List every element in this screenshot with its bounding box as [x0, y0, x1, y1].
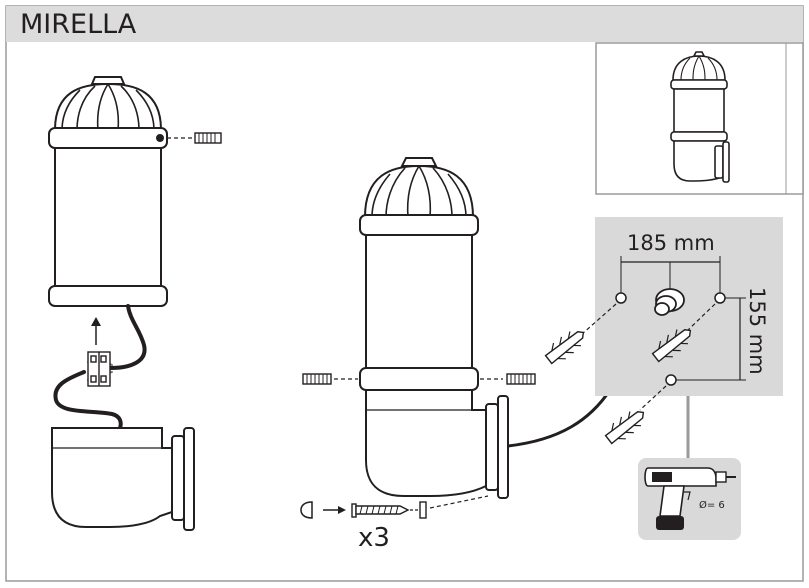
- insert-arrow-icon: [91, 317, 101, 345]
- screw-count: x3: [358, 523, 390, 553]
- screw-icon: [351, 503, 410, 518]
- wall-elbow-left: [51, 427, 195, 531]
- lamp-assembled: [359, 157, 509, 499]
- drill-icon: [644, 467, 736, 530]
- set-screw-center-right: [480, 373, 536, 385]
- screw-kit: [300, 495, 489, 519]
- product-title: MIRELLA: [20, 9, 137, 40]
- mount-hole-right: [714, 292, 726, 304]
- preview-panel: [595, 42, 804, 195]
- wall-plug-icon: [651, 329, 692, 363]
- width-dimension: 185 mm: [627, 231, 715, 255]
- mount-hole-bottom: [665, 374, 677, 386]
- lamp-head-exploded: [48, 76, 168, 307]
- wall-plug-small-icon: [419, 501, 427, 519]
- cable-entry-grommet: [654, 288, 685, 316]
- drill-bit-size: Ø= 6: [699, 499, 725, 511]
- mount-hole-left: [615, 292, 627, 304]
- screw-cap-icon: [300, 501, 313, 519]
- set-screw-center-left: [302, 373, 358, 385]
- drill-panel: Ø= 6: [638, 458, 741, 540]
- wall-plug-icon: [544, 331, 585, 365]
- wall-template-panel: 185 mm 155 mm: [544, 217, 783, 445]
- set-screw-left: [167, 132, 222, 144]
- header-band: [6, 6, 803, 42]
- arrow-icon: [338, 506, 346, 514]
- terminal-block: [87, 351, 111, 387]
- template-background: [595, 217, 783, 396]
- wall-plug-icon: [604, 411, 645, 445]
- height-dimension: 155 mm: [745, 287, 769, 375]
